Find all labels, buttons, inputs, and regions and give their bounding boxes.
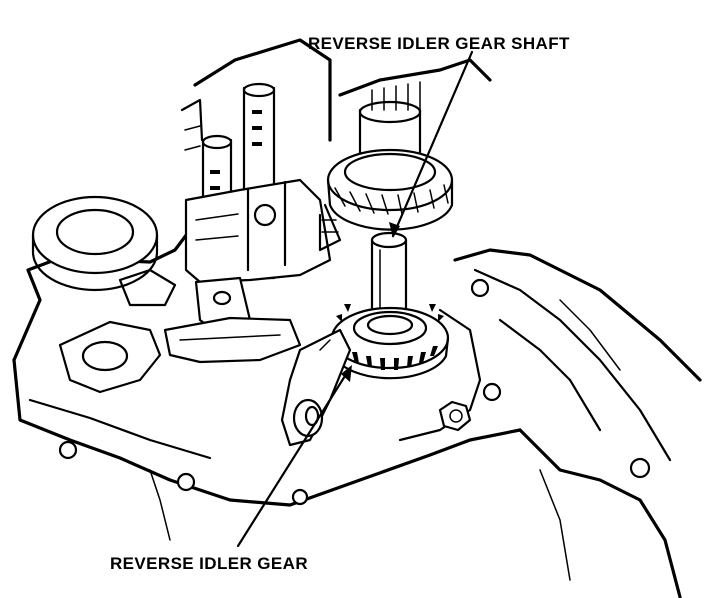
shift-rods <box>180 38 332 337</box>
transmission-case <box>12 228 702 598</box>
selector-assembly <box>58 268 302 394</box>
bearing-disc <box>31 195 159 292</box>
gear-callout-label: REVERSE IDLER GEAR <box>110 554 309 573</box>
shaft-callout-label: REVERSE IDLER GEAR SHAFT <box>308 34 570 53</box>
callout-leaders <box>236 50 474 548</box>
reverse-idler-gear <box>330 304 450 380</box>
upper-gear-cluster <box>318 58 492 252</box>
reverse-shift-lever <box>280 328 352 447</box>
